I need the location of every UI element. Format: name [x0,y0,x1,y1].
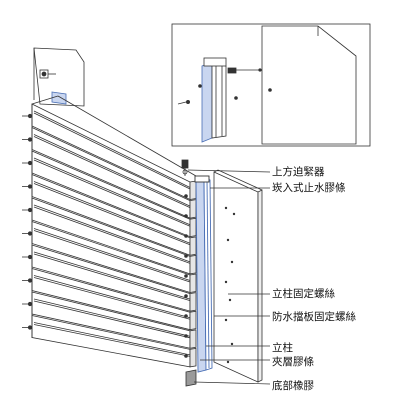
inset-screw-icon [234,96,238,100]
panel-groove [33,159,191,227]
screw-hole-icon [224,206,228,210]
screw-icon [27,231,33,236]
panel-groove [33,136,191,208]
panel-groove [33,181,191,244]
screw-hole-icon [228,298,232,302]
panel-end [189,180,197,200]
screw-icon [184,234,188,238]
screw-hole-icon [226,360,230,364]
left-screw-column [22,113,33,330]
label-panel-screw: 防水擋板固定螺絲 [272,311,356,323]
panel-top-edge [57,95,197,177]
screw-icon [27,325,33,330]
callout-leaders [187,169,271,385]
panel-groove [33,228,191,281]
screw-icon [27,301,33,307]
post-screw-column [184,194,188,358]
panel-groove [33,251,191,300]
panel-end [189,273,197,293]
label-insert-gasket: 崁入式止水膠條 [272,182,346,194]
screw-icon [184,314,188,318]
bottom-rubber [185,369,197,387]
panel-groove [33,277,191,320]
panel-end [189,329,197,349]
top-fastener-icon [181,159,189,176]
panel-groove [33,324,191,357]
label-bottom-rubber: 底部橡膠 [272,380,314,392]
inset-bolt-icon [227,67,262,74]
panel-groove [33,157,191,226]
screw-hole-icon [232,212,236,216]
screw-icon [27,160,33,166]
screw-icon [27,113,33,119]
panel-groove [33,322,191,356]
screw-icon [184,194,188,198]
panel-groove [33,183,191,246]
panel-groove [33,206,191,264]
panel-end [189,292,197,312]
label-post: 立柱 [272,342,293,354]
screw-icon [184,354,188,358]
screw-icon [27,137,33,142]
panel-end [189,254,197,275]
screw-icon [184,254,188,258]
panel-end [189,347,197,368]
panel-top-edge [31,95,59,105]
wall-screw-holes [224,206,236,364]
panel-end [189,217,197,238]
screw-icon [27,184,33,189]
inset-screw-icon [198,84,202,88]
screw-hole-icon [230,260,234,264]
panel-end [189,236,197,256]
label-sandwich-gasket: 夾層膠條 [272,356,314,368]
screw-icon [27,254,33,260]
panel-groove [33,300,191,339]
inset-wall [261,25,357,145]
screw-icon [184,294,188,298]
right-post [194,175,213,373]
flood-panels [31,95,197,368]
detail-inset [171,23,371,147]
panel-groove [33,110,191,188]
inset-post [201,57,227,143]
panel-groove [33,204,191,263]
screw-icon [184,334,188,338]
inset-screw-icon [185,100,190,105]
screw-icon [27,278,33,283]
left-top-fastener [39,69,67,105]
left-wall [33,47,85,107]
panel-groove [33,253,191,301]
label-top-fastener: 上方迫緊器 [272,166,325,178]
leader-line [193,381,271,385]
screw-icon [184,274,188,278]
screw-icon [184,214,188,218]
screw-icon [27,207,33,213]
screw-hole-icon [224,318,228,322]
leader-line [187,169,271,173]
screw-hole-icon [224,280,228,284]
panel-groove [33,112,191,190]
screw-hole-icon [230,342,234,346]
panel-groove [33,275,191,319]
panel-groove [33,298,191,337]
screw-hole-icon [226,238,230,242]
panel-end [189,310,197,331]
panel-groove [33,230,191,283]
label-post-screw: 立柱固定螺絲 [272,288,335,300]
inset-screw-icon [268,88,272,92]
panel-groove [33,134,191,207]
right-wall [213,169,263,383]
panel-end [189,199,197,219]
